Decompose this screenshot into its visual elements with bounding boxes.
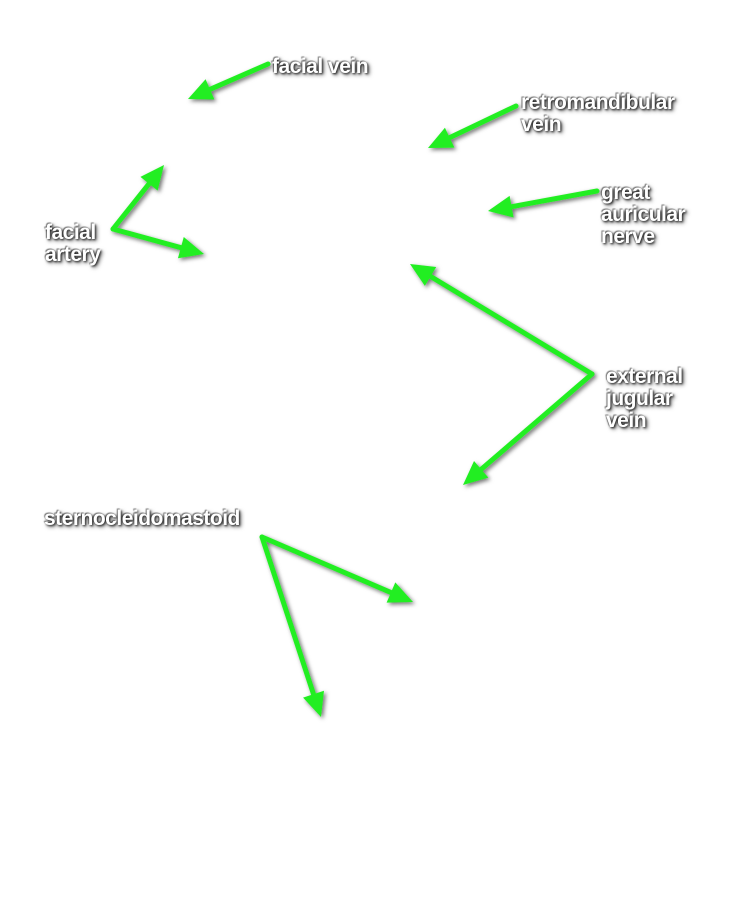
arrow-shaft [426, 272, 595, 377]
label-great-auricular-nerve: great auricular nerve [601, 181, 686, 248]
arrow-head [410, 264, 437, 286]
arrow-facial-vein [188, 61, 271, 100]
label-external-jugular-vein: external jugular vein [606, 366, 683, 432]
label-facial-artery: facial artery [45, 221, 101, 266]
arrow-shaft [110, 226, 186, 251]
arrow-external-jugular-vein-lower [463, 371, 595, 485]
label-line: sternocleidomastoid [44, 507, 240, 530]
arrow-shaft [205, 61, 271, 93]
label-line: retromandibular [521, 91, 675, 114]
arrow-shaft [477, 371, 595, 474]
arrow-facial-artery-upper [110, 165, 164, 232]
arrow-head [463, 461, 489, 485]
label-line: external [606, 365, 683, 388]
label-line: auricular [601, 203, 686, 226]
label-line: jugular [606, 387, 673, 410]
arrow-external-jugular-vein-upper [410, 264, 595, 377]
label-facial-vein: facial vein [272, 55, 369, 78]
arrow-shaft [110, 179, 153, 232]
label-line: vein [521, 113, 562, 136]
arrow-facial-artery-lower [110, 226, 204, 259]
arrow-head [177, 237, 204, 259]
arrow-sternocleidomastoid-down [259, 534, 324, 717]
label-line: facial [45, 221, 96, 244]
arrow-great-auricular-nerve [488, 188, 600, 218]
arrow-shaft [507, 188, 600, 210]
arrow-head [188, 79, 215, 100]
label-line: facial vein [272, 55, 369, 78]
arrow-head [428, 127, 455, 148]
arrow-head [140, 165, 164, 191]
label-line: artery [45, 243, 101, 266]
label-line: vein [606, 409, 647, 432]
label-line: great [601, 181, 650, 204]
label-retromandibular-vein: retromandibular vein [521, 92, 675, 136]
arrow-head [488, 195, 514, 218]
arrow-sternocleidomastoid-right [259, 534, 413, 603]
arrow-head [303, 690, 324, 717]
arrow-shaft [259, 534, 317, 699]
arrow-shaft [445, 103, 519, 142]
label-line: nerve [601, 225, 655, 248]
label-sternocleidomastoid: sternocleidomastoid [44, 508, 240, 530]
arrow-retromandibular-vein [428, 103, 519, 148]
arrow-head [386, 582, 413, 603]
arrow-shaft [259, 534, 396, 596]
